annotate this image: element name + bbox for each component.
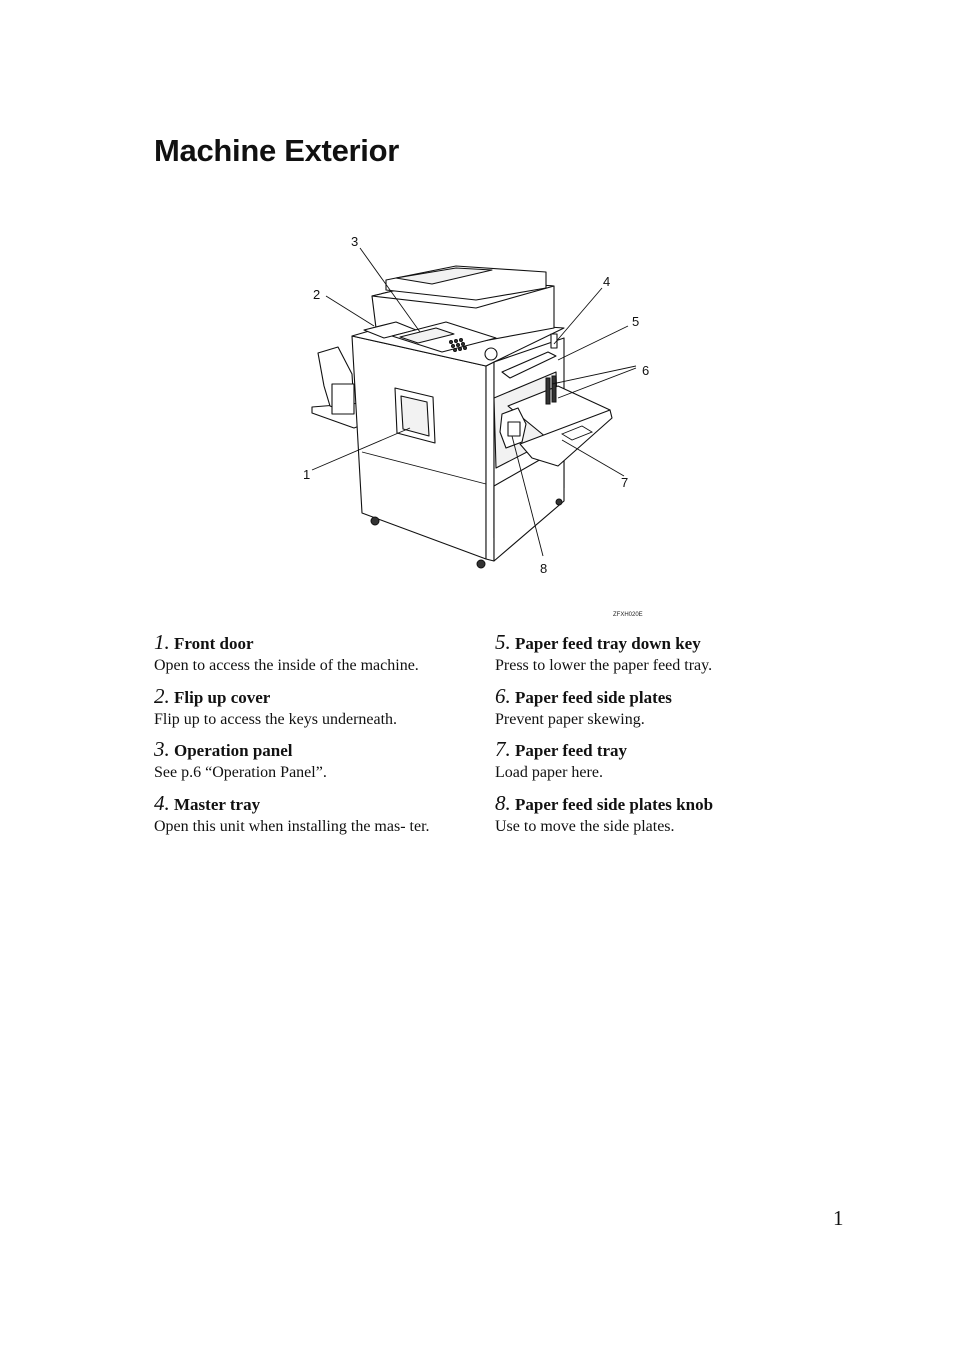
item-name: Paper feed tray	[515, 741, 628, 760]
leader-line-8	[511, 435, 544, 557]
item-number: 5.	[495, 630, 511, 654]
item-heading: 7. Paper feed tray	[495, 738, 795, 762]
item-number: 6.	[495, 684, 511, 708]
page-title: Machine Exterior	[154, 133, 400, 168]
callout-7: 7	[621, 475, 628, 490]
machine-exterior-figure: 1 2 3 4 5 6 7 8 ZFXH020E	[296, 226, 666, 626]
item-heading: 8. Paper feed side plates knob	[495, 792, 795, 816]
leader-line-5	[557, 325, 629, 361]
callout-4: 4	[603, 274, 610, 289]
leader-line-4	[553, 287, 603, 345]
list-item-flip-up-cover: 2. Flip up cover Flip up to access the k…	[154, 685, 460, 730]
item-number: 7.	[495, 737, 511, 761]
item-description: Use to move the side plates.	[495, 818, 675, 835]
item-heading: 5. Paper feed tray down key	[495, 631, 795, 655]
leader-line-1	[311, 427, 411, 471]
list-item-master-tray: 4. Master tray Open this unit when insta…	[154, 792, 460, 837]
leader-line-3	[359, 247, 421, 333]
callout-1: 1	[303, 467, 310, 482]
paper-feed-tray	[519, 409, 613, 467]
item-description: Press to lower the paper feed tray.	[495, 657, 713, 674]
machine-body	[351, 335, 487, 560]
callout-8: 8	[540, 561, 547, 576]
item-description: Open this unit when installing the mas- …	[154, 818, 430, 835]
delivery-end-plate	[331, 383, 355, 415]
leader-line-6b	[557, 367, 637, 399]
leader-line-2	[325, 295, 375, 327]
paper-feed-tray-mark	[560, 425, 594, 441]
callout-5: 5	[632, 314, 639, 329]
item-name: Paper feed side plates knob	[515, 795, 714, 814]
item-description: See p.6 “Operation Panel”.	[154, 764, 327, 781]
item-name: Paper feed side plates	[515, 688, 672, 707]
item-name: Master tray	[174, 795, 261, 814]
item-heading: 2. Flip up cover	[154, 685, 460, 709]
start-key	[484, 347, 498, 361]
front-edge	[485, 361, 495, 562]
item-name: Paper feed tray down key	[515, 634, 701, 653]
foot-right	[555, 498, 563, 506]
item-name: Operation panel	[174, 741, 293, 760]
item-description: Open to access the inside of the machine…	[154, 657, 419, 674]
front-door-handle-recess	[400, 395, 430, 437]
list-item-front-door: 1. Front door Open to access the inside …	[154, 631, 460, 676]
callout-6: 6	[642, 363, 649, 378]
item-name: Flip up cover	[174, 688, 271, 707]
panel-keypad	[449, 338, 467, 352]
leader-line-6a	[551, 365, 637, 385]
item-number: 3.	[154, 737, 170, 761]
item-heading: 1. Front door	[154, 631, 460, 655]
machine-illustration: 1 2 3 4 5 6 7 8 ZFXH020E	[303, 234, 649, 618]
item-heading: 3. Operation panel	[154, 738, 460, 762]
foot-front	[476, 559, 486, 569]
list-item-paper-feed-tray-down-key: 5. Paper feed tray down key Press to low…	[495, 631, 795, 676]
panel-display	[399, 327, 455, 344]
item-description: Flip up to access the keys underneath.	[154, 711, 398, 728]
item-name: Front door	[174, 634, 254, 653]
page-number: 1	[833, 1206, 844, 1230]
side-plate-right	[551, 375, 557, 403]
item-number: 1.	[154, 630, 170, 654]
item-description: Load paper here.	[495, 764, 603, 781]
door-split-line	[361, 451, 487, 485]
item-number: 2.	[154, 684, 170, 708]
document-feeder-tray	[395, 267, 493, 285]
figure-code: ZFXH020E	[613, 612, 643, 618]
side-plates-knob-grip	[507, 421, 521, 437]
callout-3: 3	[351, 234, 358, 249]
callout-2: 2	[313, 287, 320, 302]
list-item-paper-feed-side-plates-knob: 8. Paper feed side plates knob Use to mo…	[495, 792, 795, 837]
item-number: 4.	[154, 791, 170, 815]
item-number: 8.	[495, 791, 511, 815]
item-heading: 6. Paper feed side plates	[495, 685, 795, 709]
list-item-operation-panel: 3. Operation panel See p.6 “Operation Pa…	[154, 738, 460, 783]
list-item-paper-feed-tray: 7. Paper feed tray Load paper here.	[495, 738, 795, 783]
leader-line-7	[561, 439, 625, 477]
master-tray	[501, 351, 557, 379]
item-heading: 4. Master tray	[154, 792, 460, 816]
list-item-paper-feed-side-plates: 6. Paper feed side plates Prevent paper …	[495, 685, 795, 730]
item-description: Prevent paper skewing.	[495, 711, 645, 728]
side-plate-left	[545, 377, 551, 405]
foot-left	[370, 516, 380, 526]
